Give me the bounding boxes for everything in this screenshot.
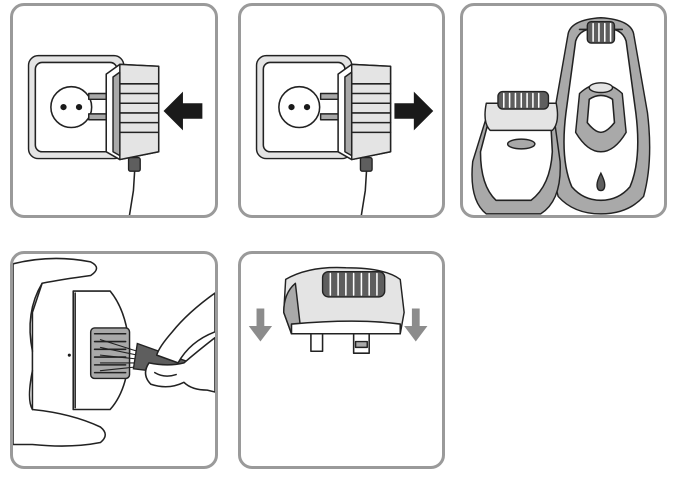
- arrow-down-left-icon: [248, 308, 273, 342]
- epilator-head-detached: [282, 266, 405, 354]
- panel-cleaning-with-brush: [10, 251, 218, 469]
- remove-head-illustration: [248, 266, 428, 354]
- disc-rollers: [321, 270, 386, 298]
- arrow-down-right-icon: [404, 308, 428, 342]
- unplug-illustration: [255, 54, 434, 215]
- panel-plug-in: [10, 3, 218, 218]
- cord-strain-relief: [359, 156, 373, 172]
- epilator-head-detached: [471, 90, 561, 215]
- epilator-illustration: [471, 17, 651, 215]
- body-disc-head: [586, 20, 616, 44]
- cord-strain-relief: [127, 156, 141, 172]
- arrow-left-icon: [163, 91, 203, 131]
- power-adapter: [337, 63, 392, 161]
- wall-socket: [255, 54, 353, 160]
- power-adapter: [105, 63, 160, 161]
- disc-rollers: [497, 90, 550, 110]
- plug-in-illustration: [27, 54, 203, 215]
- right-hand: [144, 292, 215, 393]
- disc-head-front: [89, 327, 131, 380]
- epilator-body: [551, 17, 651, 215]
- panel-remove-head: [238, 251, 445, 469]
- left-hand: [13, 257, 107, 447]
- panel-epilator-and-head: [460, 3, 667, 218]
- mounting-clips: [310, 333, 370, 354]
- cleaning-illustration: [13, 257, 215, 447]
- arrow-right-icon: [394, 91, 434, 131]
- panel-unplug: [238, 3, 445, 218]
